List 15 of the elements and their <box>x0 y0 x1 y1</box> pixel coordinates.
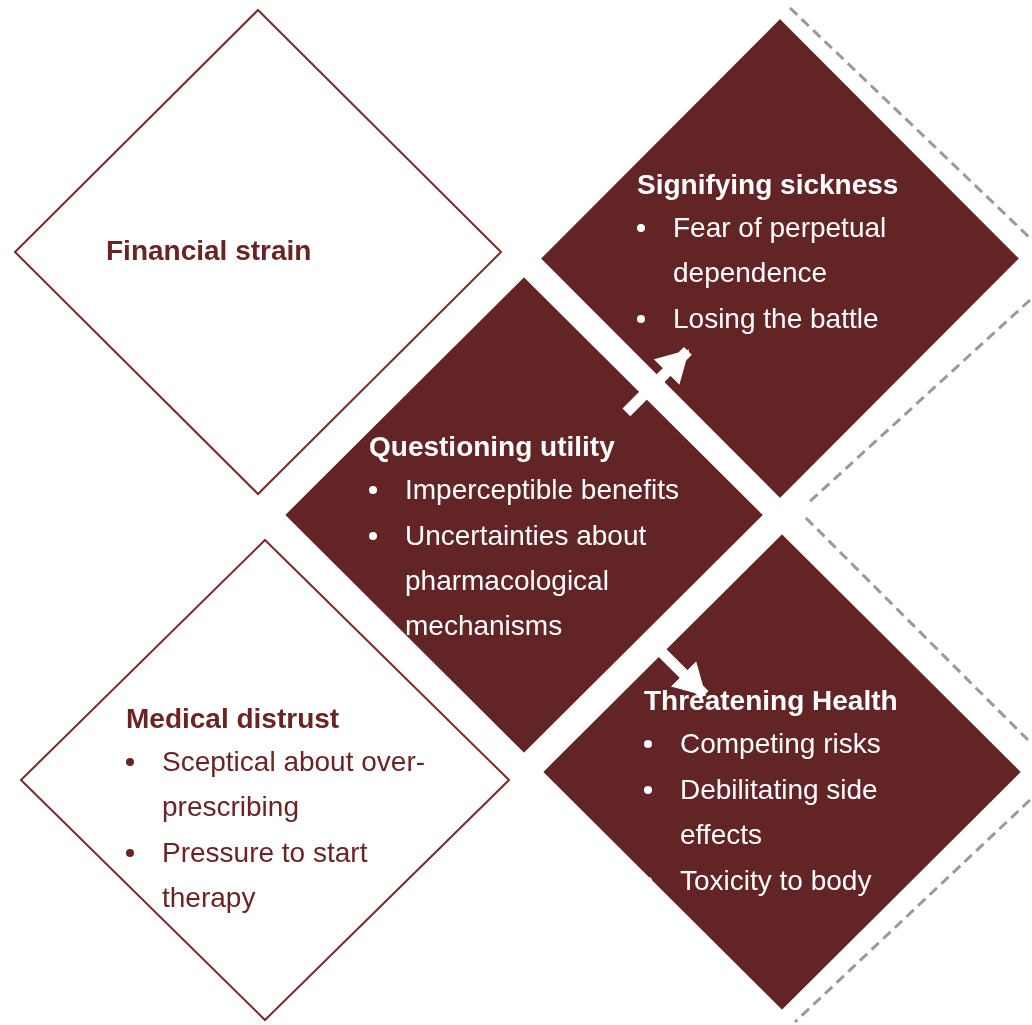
bullet-text: Fear of perpetual dependence <box>673 211 888 290</box>
bullet-text: Imperceptible benefits <box>405 473 679 507</box>
bullet-text: Sceptical about over-prescribing <box>162 745 426 824</box>
bullet-text: Pressure to start therapy <box>162 836 369 915</box>
bullet-text: Losing the battle <box>673 302 879 336</box>
arrow <box>622 346 692 417</box>
bullet-text: Uncertainties about pharmacological mechanisms <box>405 519 648 643</box>
heading: Signifying sickness <box>637 168 900 202</box>
heading: Medical distrust <box>126 702 341 736</box>
bullet-text: Toxicity to body <box>680 864 872 898</box>
heading: Financial strain <box>106 234 313 268</box>
heading: Questioning utility <box>369 430 616 464</box>
bullet-text: Debilitating side effects <box>680 773 879 852</box>
heading: Threatening Health <box>644 684 899 718</box>
bullet-text: Competing risks <box>680 727 881 761</box>
